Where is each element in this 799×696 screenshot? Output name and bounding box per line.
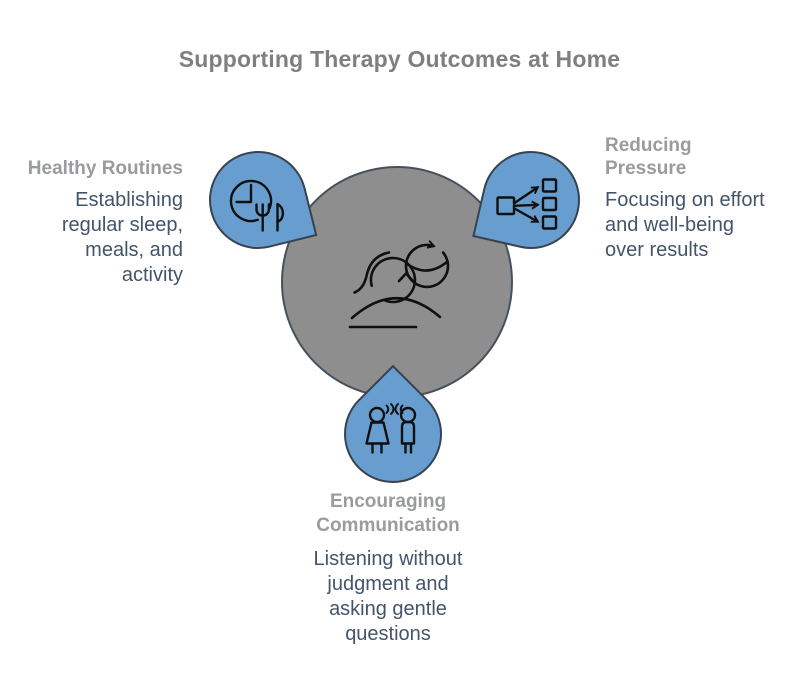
body-line: questions [345,623,431,645]
healthy-routines-block: Healthy Routines Establishing regular sl… [0,157,183,288]
heading-line: Healthy Routines [27,158,183,179]
reducing-pressure-block: Reducing Pressure Focusing on effort and… [605,134,797,263]
refresh-band [405,260,449,272]
teardrop-reducing-pressure [472,151,580,249]
body-line: Focusing on effort [605,189,765,211]
arrow-up [513,186,540,205]
body-line: Listening without [313,548,463,570]
reducing-pressure-heading: Reducing Pressure [605,134,797,180]
shoulders-arc [350,297,442,320]
clock-face [229,179,273,223]
healthy-routines-body: Establishing regular sleep, meals, and a… [0,188,183,288]
sound-waves [385,403,404,415]
page-title: Supporting Therapy Outcomes at Home [178,46,621,72]
two-people-talking-icon [365,403,417,454]
body-line: activity [121,264,183,286]
body-line: Establishing [75,189,183,211]
arrow-middle [513,200,540,210]
body-line: and well-being [605,214,734,236]
healthy-routines-heading: Healthy Routines [0,157,183,180]
teardrop-healthy-routines [209,151,318,249]
body-line: judgment and [327,573,449,595]
hair-curve [353,251,391,294]
body-line: asking gentle [329,598,447,620]
center-circle [281,166,513,398]
target-square-top [541,178,558,193]
body-line: regular sleep, [61,214,183,236]
encouraging-communication-body: Listening without judgment and asking ge… [278,547,498,647]
fork-glyph [255,203,271,232]
clock-hands [235,183,253,204]
encouraging-communication-heading: Encouraging Communication [278,490,498,538]
heading-line: Reducing [605,135,692,156]
target-square-middle [541,196,558,212]
left-person-body [365,421,390,445]
right-person-legs [404,442,413,454]
body-line: over results [605,239,709,261]
right-person-body [400,420,416,445]
encouraging-communication-block: Encouraging Communication Listening with… [278,490,498,647]
reducing-pressure-body: Focusing on effort and well-being over r… [605,188,797,263]
target-square-bottom [541,215,558,230]
heading-line: Pressure [605,158,687,179]
knife-glyph [276,202,285,232]
refresh-arrow [404,240,450,289]
heading-line: Communication [316,515,460,536]
body-line: meals, and [85,239,183,261]
clock-meal-icon [229,179,285,232]
heading-line: Encouraging [329,491,447,512]
arrow-down [513,207,540,223]
teardrop-encouraging-communication [344,364,442,483]
left-person-legs [371,442,383,454]
person-renewal-icon [348,240,450,329]
effort-distribution-icon [496,178,558,230]
